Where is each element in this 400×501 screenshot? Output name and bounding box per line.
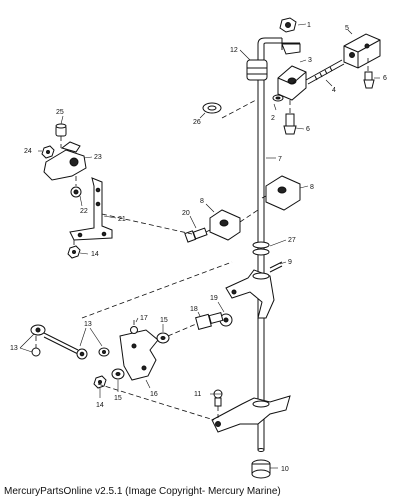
- small-nut-14: [67, 245, 81, 259]
- washer-15-upper: [156, 332, 170, 344]
- link-ball-left: [31, 336, 41, 357]
- callout-1: 1: [307, 22, 311, 29]
- clamp-right: [261, 175, 301, 211]
- spring-clips: [252, 241, 270, 256]
- throttle-arm: [225, 269, 275, 319]
- callout-10: 10: [281, 466, 289, 473]
- callout-20: 20: [182, 210, 190, 217]
- callout-6-right: 6: [383, 75, 387, 82]
- arm-screw: [195, 311, 224, 330]
- callout-23: 23: [94, 154, 102, 161]
- lower-lever: [211, 395, 291, 433]
- callout-17: 17: [140, 315, 148, 322]
- callout-5: 5: [345, 25, 349, 32]
- callout-12: 12: [230, 47, 238, 54]
- small-nut-24: [41, 145, 55, 159]
- screw-center: [283, 100, 297, 135]
- rod-end-block: [343, 33, 381, 69]
- callout-24: 24: [24, 148, 32, 155]
- cam-stud: [130, 320, 138, 334]
- callout-2: 2: [271, 115, 275, 122]
- callout-6-center: 6: [306, 126, 310, 133]
- mounting-bracket: [69, 177, 113, 241]
- callout-8-right: 8: [310, 184, 314, 191]
- nut-14-lower: [93, 375, 107, 389]
- callout-19: 19: [210, 295, 218, 302]
- callout-9: 9: [288, 259, 292, 266]
- callout-15-lower: 15: [114, 395, 122, 402]
- screw-right: [363, 58, 375, 89]
- throttle-link: [30, 324, 88, 360]
- callout-26: 26: [193, 119, 201, 126]
- callout-22: 22: [80, 208, 88, 215]
- clamp-left: [209, 209, 259, 241]
- callout-8-left: 8: [200, 198, 204, 205]
- callout-4: 4: [332, 87, 336, 94]
- lock-washer: [272, 94, 284, 102]
- spring-washer: [202, 102, 222, 114]
- top-nut: [279, 17, 301, 55]
- callout-27: 27: [288, 237, 296, 244]
- image-caption: MercuryPartsOnline v2.5.1 (Image Copyrig…: [4, 486, 281, 497]
- cam-plate: [119, 329, 159, 381]
- link-rod: [305, 59, 345, 85]
- callout-18: 18: [190, 306, 198, 313]
- cap-screw: [55, 123, 67, 148]
- callout-15-upper: 15: [160, 317, 168, 324]
- roll-pin: [269, 261, 283, 273]
- callout-11: 11: [194, 391, 201, 398]
- callout-14-lower: 14: [96, 402, 104, 409]
- link-ball-right: [98, 347, 110, 357]
- cam-lever: [43, 141, 87, 181]
- callout-21: 21: [118, 216, 126, 223]
- callouts: 1 5 3 12 6 4 2 6 26 7 8 8 20 27 9 19 18: [10, 22, 387, 473]
- callout-13-center: 13: [84, 321, 92, 328]
- clamp-block: [277, 65, 307, 101]
- callout-16: 16: [150, 391, 158, 398]
- bottom-bushing: [251, 459, 271, 479]
- callout-3: 3: [308, 57, 312, 64]
- clamp-screw: [184, 227, 211, 243]
- callout-7: 7: [278, 156, 282, 163]
- callout-14-upper: 14: [91, 251, 99, 258]
- shaft-collar-top: [246, 59, 268, 81]
- pivot-screw: [70, 176, 82, 198]
- callout-13-left: 13: [10, 345, 18, 352]
- callout-25: 25: [56, 109, 64, 116]
- assembly-lines: [81, 99, 257, 421]
- washer-15-lower: [111, 368, 125, 380]
